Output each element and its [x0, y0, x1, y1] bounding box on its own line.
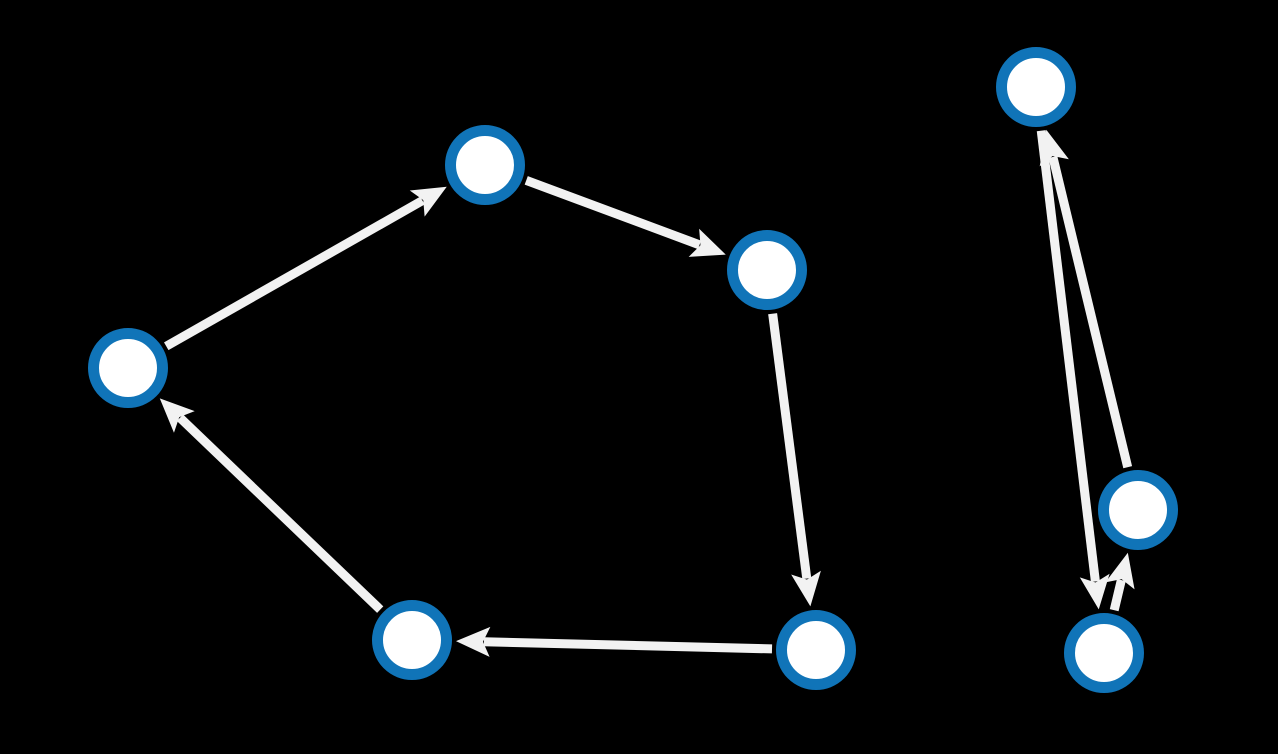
edge-upper-left-to-upper-mid-arrowhead	[688, 228, 726, 257]
node-bottom-right[interactable]	[1064, 613, 1144, 693]
node-bottom-mid[interactable]	[776, 610, 856, 690]
edge-upper-left-to-upper-mid-shaft	[524, 176, 702, 250]
edge-left-to-upper-left-arrowhead	[409, 186, 447, 217]
edge-bottom-left-to-left[interactable]	[159, 398, 384, 613]
edge-top-right-to-bottom-right-shaft	[1036, 130, 1100, 583]
edge-bottom-mid-to-bottom-left-shaft	[483, 637, 773, 654]
edge-bottom-right-to-right-mid[interactable]	[1105, 552, 1135, 612]
edge-bottom-left-to-left-shaft	[176, 414, 384, 613]
edge-upper-mid-to-bottom-mid-shaft	[768, 313, 812, 580]
node-upper-mid[interactable]	[727, 230, 807, 310]
node-bottom-left-ring	[372, 600, 452, 680]
edge-upper-mid-to-bottom-mid[interactable]	[768, 313, 821, 607]
edge-bottom-left-to-left-arrowhead	[159, 398, 195, 433]
edge-right-mid-to-top-right[interactable]	[1039, 129, 1133, 469]
edge-left-to-upper-left-shaft	[164, 196, 425, 351]
node-left-ring	[88, 328, 168, 408]
node-upper-left-ring	[445, 125, 525, 205]
edge-bottom-mid-to-bottom-left-arrowhead	[455, 626, 491, 657]
edge-bottom-right-to-right-mid-shaft	[1109, 579, 1126, 612]
edge-upper-mid-to-bottom-mid-arrowhead	[791, 570, 821, 607]
node-layer	[88, 47, 1178, 693]
node-upper-mid-ring	[727, 230, 807, 310]
edge-right-mid-to-top-right-arrowhead	[1039, 129, 1069, 167]
edge-layer	[159, 129, 1135, 657]
edge-bottom-mid-to-bottom-left[interactable]	[455, 626, 773, 657]
node-left[interactable]	[88, 328, 168, 408]
node-bottom-left[interactable]	[372, 600, 452, 680]
node-upper-left[interactable]	[445, 125, 525, 205]
edge-top-right-to-bottom-right[interactable]	[1036, 130, 1110, 610]
node-bottom-right-ring	[1064, 613, 1144, 693]
edge-bottom-right-to-right-mid-arrowhead	[1105, 552, 1135, 590]
node-right-mid[interactable]	[1098, 470, 1178, 550]
edge-upper-left-to-upper-mid[interactable]	[524, 176, 726, 257]
node-bottom-mid-ring	[776, 610, 856, 690]
node-top-right-ring	[996, 47, 1076, 127]
edge-right-mid-to-top-right-shaft	[1048, 155, 1133, 469]
edge-top-right-to-bottom-right-arrowhead	[1079, 573, 1110, 610]
node-top-right[interactable]	[996, 47, 1076, 127]
edge-left-to-upper-left[interactable]	[164, 186, 447, 351]
node-right-mid-ring	[1098, 470, 1178, 550]
